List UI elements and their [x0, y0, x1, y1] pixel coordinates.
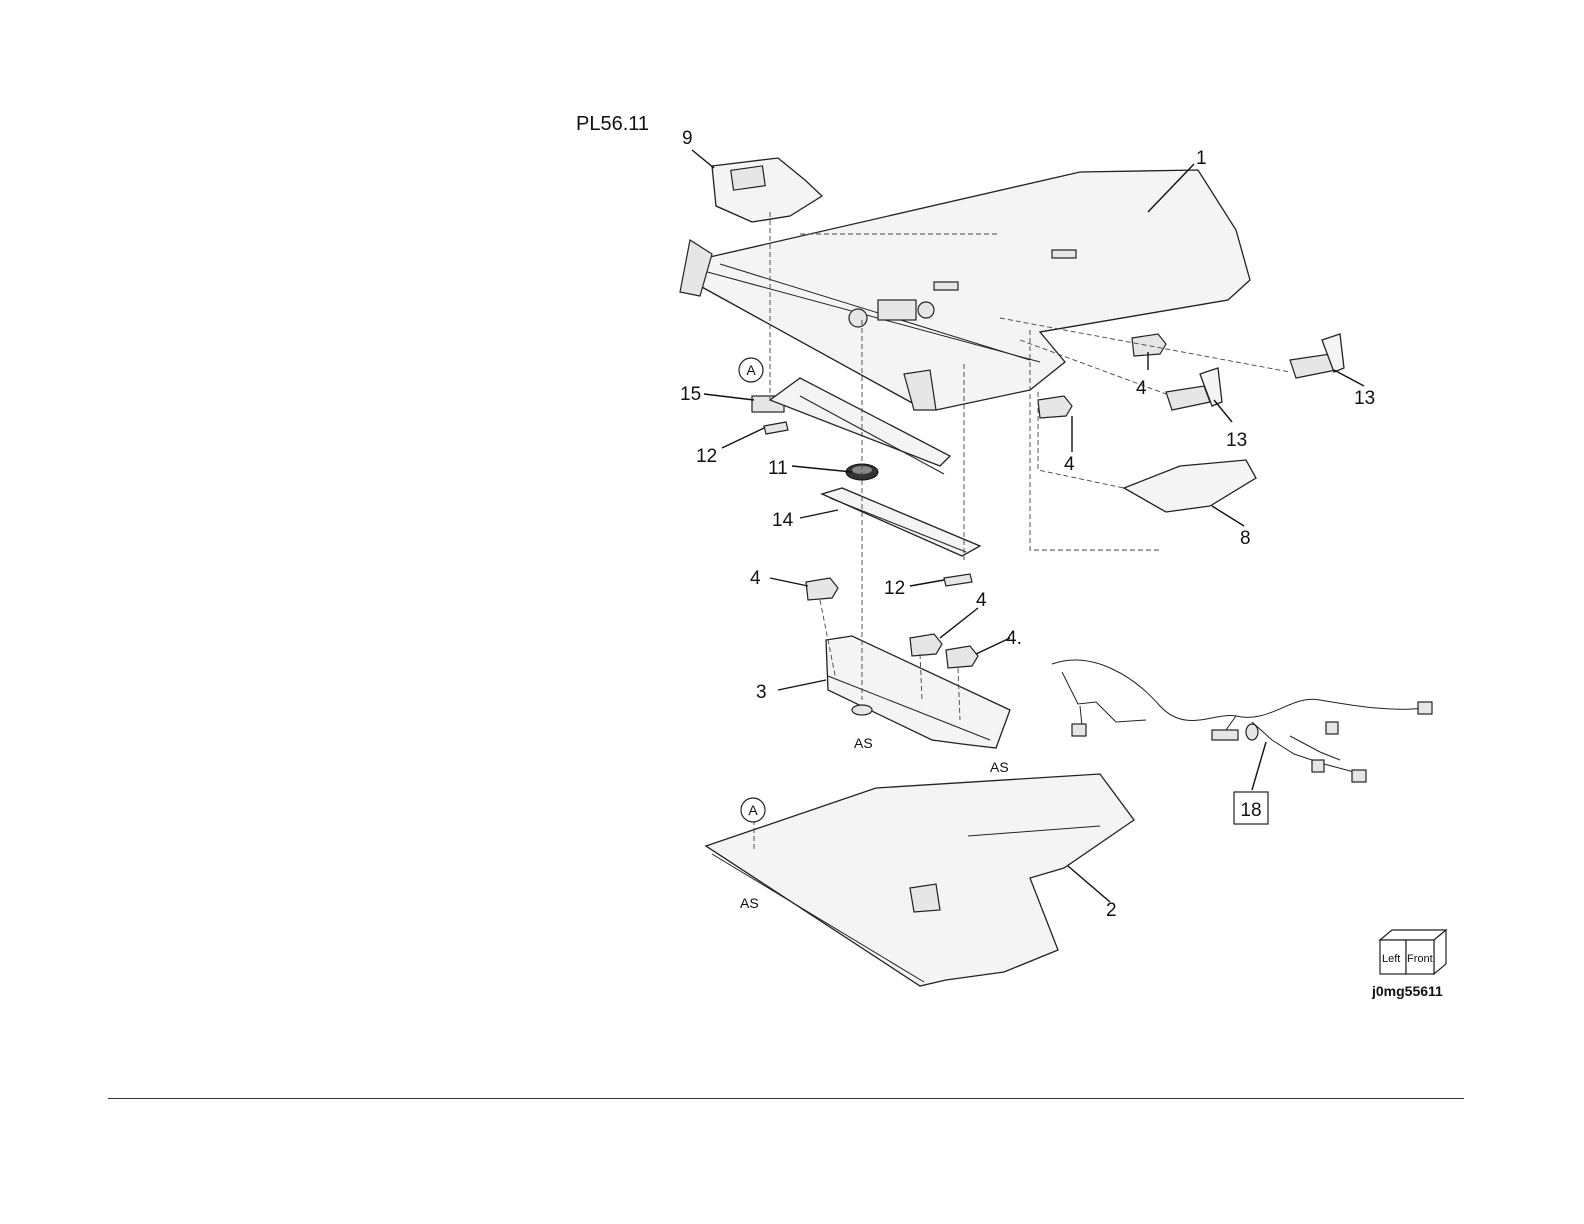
part-4-sensor — [946, 646, 978, 668]
reference-circle-a: A — [741, 798, 765, 822]
part-2-cover — [706, 774, 1134, 986]
part-9-stopper — [712, 158, 822, 222]
callout-14: 14 — [772, 510, 794, 531]
callout-12: 12 — [696, 446, 717, 467]
assembly-mark: AS — [854, 735, 873, 751]
svg-text:A: A — [746, 362, 756, 378]
part-12-spring — [764, 422, 788, 434]
callout-11: 11 — [768, 458, 788, 479]
callout-2: 2 — [1106, 900, 1117, 921]
part-4-sensor — [910, 634, 942, 656]
callout-9: 9 — [682, 128, 693, 149]
orientation-cube: Left Front — [1380, 930, 1446, 974]
svg-text:A: A — [748, 802, 758, 818]
part-14-rack — [822, 488, 980, 556]
callout-4: 4. — [1006, 628, 1022, 649]
part-18-harness — [1052, 660, 1432, 782]
callout-3: 3 — [756, 682, 767, 703]
callout-4: 4 — [1064, 454, 1075, 475]
callout-4: 4 — [976, 590, 987, 611]
cube-left-label: Left — [1382, 953, 1400, 965]
callout-12: 12 — [884, 578, 905, 599]
part-12-spring — [944, 574, 972, 586]
part-4-sensor — [1132, 334, 1166, 356]
assembly-mark: AS — [990, 759, 1009, 775]
figure-id: j0mg55611 — [1371, 983, 1443, 999]
page-divider — [108, 1098, 1464, 1099]
callout-15: 15 — [680, 384, 701, 405]
callout-18-box: 18 — [1234, 792, 1268, 824]
callout-18: 18 — [1240, 800, 1261, 821]
part-4-sensor — [1038, 396, 1072, 418]
callout-8: 8 — [1240, 528, 1251, 549]
reference-circle-a: A — [739, 358, 763, 382]
part-4-sensor — [806, 578, 838, 600]
part-8-stopper — [1124, 460, 1256, 512]
callout-1: 1 — [1196, 148, 1207, 169]
callout-13: 13 — [1354, 388, 1375, 409]
callout-4: 4 — [750, 568, 761, 589]
part-13-lever — [1166, 368, 1222, 410]
assembly-mark: AS — [740, 895, 759, 911]
cube-front-label: Front — [1407, 953, 1433, 965]
callout-13: 13 — [1226, 430, 1247, 451]
callout-4: 4 — [1136, 378, 1147, 399]
